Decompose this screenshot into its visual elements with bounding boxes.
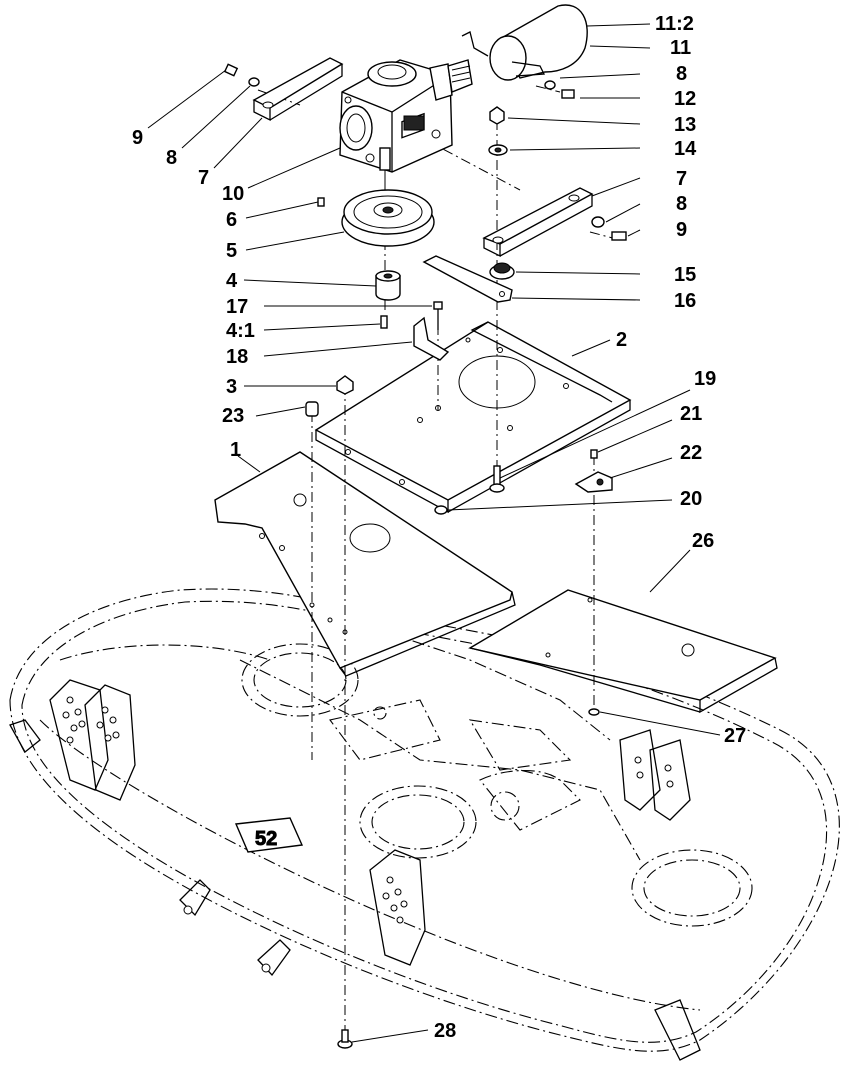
bolt-part-17 (433, 301, 443, 330)
callout-8-right: 8 (676, 193, 687, 215)
nut-part-13 (489, 106, 505, 125)
nut-part-27 (588, 708, 600, 716)
hub-part-4 (375, 270, 401, 301)
callout-13: 13 (674, 114, 696, 136)
bolt-part-28 (337, 1029, 353, 1049)
callout-23: 23 (222, 405, 244, 427)
deck-vent-holes (62, 696, 674, 924)
callout-28: 28 (434, 1020, 456, 1042)
strap-part-16 (422, 255, 513, 303)
bolt-part-9-left (223, 63, 239, 77)
callout-1: 1 (230, 439, 241, 461)
mower-deck-outline: 52 (9, 588, 840, 1061)
callout-11: 11 (670, 37, 691, 59)
callout-labels: 11:2 11 8 12 13 14 7 8 9 15 16 2 19 21 2… (132, 13, 746, 1042)
callout-20: 20 (680, 488, 702, 510)
callout-6: 6 (226, 209, 237, 231)
callout-15: 15 (674, 264, 696, 286)
callout-9-right: 9 (676, 219, 687, 241)
latch-part-22 (574, 471, 613, 493)
callout-27: 27 (724, 725, 746, 747)
callout-17: 17 (226, 296, 248, 318)
callout-12: 12 (674, 88, 696, 110)
bracket-part-18 (413, 316, 450, 361)
callout-7-left: 7 (198, 167, 209, 189)
callout-4-1: 4:1 (226, 320, 255, 342)
bolt-part-12 (561, 89, 575, 99)
pulley-part-5 (341, 189, 435, 247)
nut-part-20 (434, 505, 448, 515)
callout-4: 4 (226, 270, 238, 292)
washer-part-14 (488, 144, 508, 156)
key-part-6 (317, 197, 325, 207)
callout-14: 14 (674, 138, 697, 160)
gearbox-part-10 (339, 59, 473, 182)
washer-part-8-top (544, 80, 556, 90)
nut-part-3 (336, 375, 354, 395)
isolator-part-15 (489, 262, 515, 280)
callout-18: 18 (226, 346, 248, 368)
bracket-part-7-left (252, 57, 344, 122)
bracket-part-7-right (482, 187, 594, 258)
callout-8-left: 8 (166, 147, 177, 169)
callout-21: 21 (680, 403, 702, 425)
callout-3: 3 (226, 376, 237, 398)
callout-2: 2 (616, 329, 627, 351)
leader-lines (147, 23, 721, 1043)
bolt-part-9-right (611, 231, 627, 241)
clip-part-23 (305, 401, 319, 417)
washer-part-8-right (591, 216, 605, 228)
callout-10: 10 (222, 183, 244, 205)
callout-22: 22 (680, 442, 702, 464)
callout-5: 5 (226, 240, 237, 262)
washer-part-8-left (248, 77, 260, 87)
deck-size-stamp: 52 (255, 828, 277, 850)
right-shield-part-26 (468, 589, 778, 714)
callout-19: 19 (694, 368, 716, 390)
deck-size-plate: 52 (234, 817, 304, 853)
callout-9-left: 9 (132, 127, 143, 149)
callout-7-right: 7 (676, 168, 687, 190)
belt-guard-part-11 (461, 4, 588, 81)
mount-plate-part-2 (314, 321, 632, 514)
callout-8-top: 8 (676, 63, 687, 85)
pin-part-4-1 (380, 315, 388, 329)
screw-part-21 (590, 449, 598, 459)
callout-26: 26 (692, 530, 714, 552)
callout-16: 16 (674, 290, 696, 312)
callout-11-2: 11:2 (655, 13, 694, 35)
bolt-part-19 (489, 465, 505, 493)
